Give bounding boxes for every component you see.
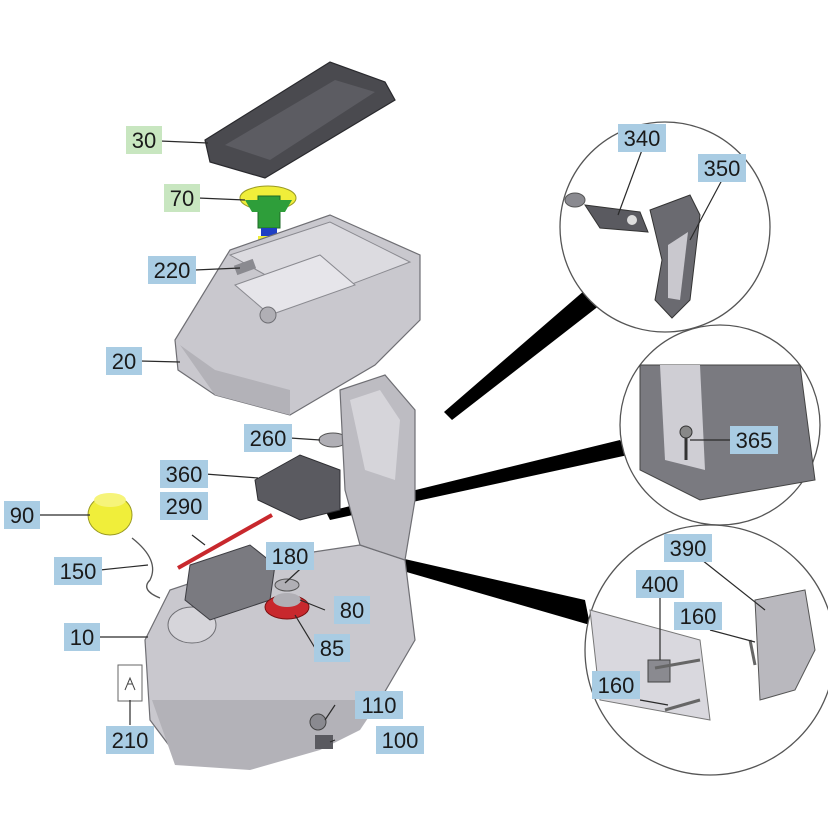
label-90: 90 <box>4 501 40 529</box>
label-360: 360 <box>160 460 208 488</box>
label-text-260: 260 <box>250 426 287 451</box>
label-10: 10 <box>64 623 100 651</box>
label-400: 400 <box>636 570 684 598</box>
part-cap-90 <box>87 493 133 536</box>
label-390: 390 <box>664 534 712 562</box>
label-150: 150 <box>54 557 102 585</box>
label-text-70: 70 <box>170 186 194 211</box>
label-text-10: 10 <box>70 625 94 650</box>
label-85: 85 <box>314 634 350 662</box>
label-100: 100 <box>376 726 424 754</box>
label-text-30: 30 <box>132 128 156 153</box>
label-text-80: 80 <box>340 598 364 623</box>
part-labels: 30 70 220 20 260 360 290 90 <box>4 124 778 754</box>
label-340: 340 <box>618 124 666 152</box>
label-text-160-upper: 160 <box>680 604 717 629</box>
label-160-lower: 160 <box>592 671 640 699</box>
part-tank-lid-20 <box>174 214 421 416</box>
label-text-110: 110 <box>361 693 396 718</box>
label-text-290: 290 <box>166 494 203 519</box>
part-strip-290 <box>177 513 273 570</box>
label-20: 20 <box>106 347 142 375</box>
label-210: 210 <box>106 726 154 754</box>
label-160-upper: 160 <box>674 602 722 630</box>
label-text-180: 180 <box>272 544 309 569</box>
label-text-350: 350 <box>704 156 741 181</box>
label-text-20: 20 <box>112 349 136 374</box>
part-cover-30 <box>204 61 396 179</box>
label-110: 110 <box>355 691 403 719</box>
label-text-360: 360 <box>166 462 203 487</box>
part-sticker-210 <box>117 664 143 702</box>
label-text-90: 90 <box>10 503 34 528</box>
part-cord-150 <box>131 537 161 599</box>
label-text-85: 85 <box>320 636 344 661</box>
label-80: 80 <box>334 596 370 624</box>
label-220: 220 <box>148 256 196 284</box>
detail-view-bracket <box>372 524 828 776</box>
label-text-365: 365 <box>736 428 773 453</box>
label-text-390: 390 <box>670 536 707 561</box>
label-350: 350 <box>698 154 746 182</box>
label-260: 260 <box>244 424 292 452</box>
label-70: 70 <box>164 184 200 212</box>
label-text-160-lower: 160 <box>598 673 635 698</box>
label-30: 30 <box>126 126 162 154</box>
label-text-210: 210 <box>112 728 149 753</box>
leader-lines <box>40 140 766 743</box>
part-block-360 <box>254 454 341 521</box>
label-text-400: 400 <box>642 572 679 597</box>
label-text-340: 340 <box>624 126 661 151</box>
label-text-220: 220 <box>154 258 191 283</box>
label-180: 180 <box>266 542 314 570</box>
label-text-100: 100 <box>382 728 419 753</box>
label-290: 290 <box>160 492 208 520</box>
part-valve-70 <box>239 185 297 242</box>
label-text-150: 150 <box>60 559 97 584</box>
label-365: 365 <box>730 426 778 454</box>
